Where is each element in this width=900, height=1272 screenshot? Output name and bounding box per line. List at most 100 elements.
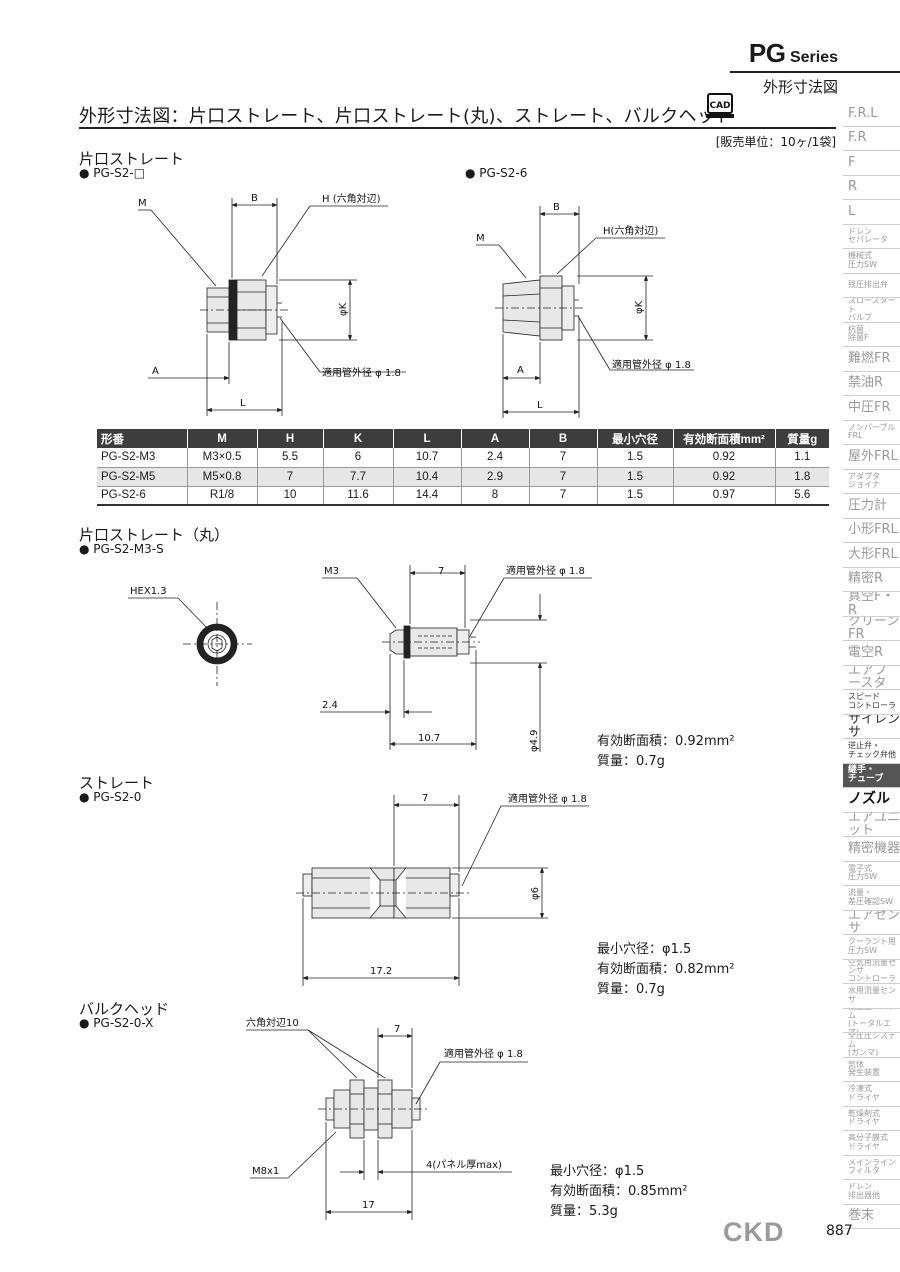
sidebar-item[interactable]: 流量・ 差圧確認SW — [843, 886, 900, 911]
sidebar-item[interactable]: 継手・ チューブ — [843, 763, 900, 788]
sidebar-item[interactable]: 禁油R — [843, 372, 900, 396]
spec-table-header: 形番 M H K L A B 最小穴径 有効断面積mm² 質量g — [97, 429, 829, 448]
sidebar-item[interactable]: 精密機器 — [843, 837, 900, 862]
section-title-straight: ストレート — [79, 774, 155, 792]
sidebar-item[interactable]: 中圧FR — [843, 396, 900, 421]
sidebar-item[interactable]: F.R — [843, 127, 900, 151]
sidebar-item[interactable]: 小形FRL — [843, 519, 900, 543]
sidebar-item[interactable]: 大形FRL — [843, 543, 900, 568]
section-title-bulkhead: バルクヘッド — [79, 1000, 170, 1018]
label-tube-od-5: 適用管外径 φ 1.8 — [444, 1047, 523, 1060]
label-a-2: A — [517, 365, 524, 376]
part-pg-s2-6: PG-S2-6 — [465, 166, 527, 180]
label-h-hex-2: H(六角対辺) — [603, 224, 658, 237]
label-l-2: L — [537, 400, 543, 411]
sidebar-item[interactable]: 逆止弁・ チェック弁他 — [843, 739, 900, 764]
sidebar-item[interactable]: スピード コントローラ — [843, 690, 900, 715]
sidebar-item[interactable]: スロースタート バルブ — [843, 298, 900, 323]
header-rule — [730, 71, 900, 73]
table-cell: PG-S2-M5 — [97, 467, 188, 487]
sidebar-item[interactable]: ドレン 排出器他 — [843, 1180, 900, 1205]
part-pg-s2-0: PG-S2-0 — [79, 790, 141, 804]
sidebar-item[interactable]: 精密R — [843, 568, 900, 592]
technical-drawings: M B H (六角対辺) φK 適用管外径 φ 1.8 A L M B H(六角… — [128, 192, 694, 1220]
sidebar-item[interactable]: ノズル — [843, 788, 900, 813]
table-cell: 7 — [529, 448, 598, 468]
table-cell: 2.4 — [461, 448, 530, 468]
spec-mass: 質量：5.3g — [550, 1204, 618, 1219]
sidebar-item[interactable]: アダプタ ジョイナ — [843, 470, 900, 494]
sidebar-item[interactable]: 全圧圧システム (トータルエア) — [843, 1009, 900, 1033]
sidebar-item[interactable]: サイレンサ — [843, 715, 900, 739]
sidebar-item[interactable]: 圧力計 — [843, 494, 900, 519]
sidebar-item[interactable]: F — [843, 151, 900, 176]
label-phi49: φ4.9 — [529, 730, 540, 753]
label-dim107: 10.7 — [418, 733, 440, 744]
table-cell: R1/8 — [187, 486, 258, 506]
label-dim7-c: 7 — [394, 1024, 400, 1035]
sidebar-item[interactable]: F.R.L — [843, 102, 900, 127]
table-cell: 1.5 — [597, 486, 674, 506]
drawing-pg-s2-0 — [296, 795, 589, 986]
sidebar-item[interactable]: 巻末 — [843, 1205, 900, 1229]
sidebar-item[interactable]: 難燃FR — [843, 347, 900, 372]
sidebar-item[interactable]: 電子式 圧力SW — [843, 862, 900, 886]
label-hex10: 六角対辺10 — [246, 1016, 299, 1029]
label-hex13: HEX1.3 — [130, 586, 167, 597]
label-b: B — [251, 193, 258, 204]
label-tube-od-3: 適用管外径 φ 1.8 — [506, 564, 585, 577]
label-l: L — [240, 398, 246, 409]
sidebar-item[interactable]: 気体 発生装置 — [843, 1058, 900, 1082]
sidebar-item[interactable]: ドレン セパレータ — [843, 225, 900, 249]
label-phi6: φ6 — [530, 887, 541, 900]
sidebar-item[interactable]: 全圧圧システム (ガンマ) — [843, 1033, 900, 1058]
table-cell: 0.92 — [673, 467, 776, 487]
table-cell: 10 — [257, 486, 324, 506]
header-subtitle: 外形寸法図 — [762, 78, 838, 96]
spec-note-straight: 最小穴径：φ1.5 有効断面積：0.82mm² 質量：0.7g — [597, 940, 734, 1000]
part-pg-s2-m3-s: PG-S2-M3-S — [79, 542, 163, 556]
spec-min-bore: 最小穴径：φ1.5 — [550, 1164, 645, 1179]
table-cell: PG-S2-M3 — [97, 448, 188, 468]
table-cell: 10.4 — [393, 467, 462, 487]
sidebar-item[interactable]: 抗菌 除菌F — [843, 323, 900, 347]
col-l: L — [393, 429, 462, 448]
label-dim24: 2.4 — [322, 700, 338, 711]
sidebar-item[interactable]: 水用流量センサ — [843, 984, 900, 1009]
spec-eff-area: 有効断面積：0.92mm² — [597, 734, 735, 749]
sidebar-item[interactable]: L — [843, 200, 900, 225]
sidebar-item[interactable]: メインライン フィルタ — [843, 1156, 900, 1180]
sidebar-item[interactable]: R — [843, 176, 900, 200]
sidebar-item[interactable]: エアユニット — [843, 813, 900, 837]
label-m3: M3 — [324, 566, 339, 577]
table-cell: 14.4 — [393, 486, 462, 506]
sidebar-item[interactable]: エアセンサ — [843, 911, 900, 935]
page-number: 887 — [826, 1223, 853, 1239]
sidebar-item[interactable]: クリーンFR — [843, 617, 900, 641]
col-m: M — [187, 429, 258, 448]
sidebar-item[interactable]: 残圧排出弁 — [843, 274, 900, 298]
table-cell: PG-S2-6 — [97, 486, 188, 506]
cad-icon[interactable]: CAD — [706, 92, 734, 120]
sidebar-item[interactable]: ノンパーブル FRL — [843, 421, 900, 445]
sidebar-item[interactable]: 高分子膜式 ドライヤ — [843, 1131, 900, 1156]
sidebar-item[interactable]: 乾燥剤式 ドライヤ — [843, 1107, 900, 1131]
sidebar-item[interactable]: クーラント用 圧力SW — [843, 935, 900, 960]
label-dim7-b: 7 — [422, 793, 428, 804]
sidebar-item[interactable]: 屋外FRL — [843, 445, 900, 470]
col-k: K — [323, 429, 394, 448]
table-cell: 0.97 — [673, 486, 776, 506]
col-min-bore: 最小穴径 — [597, 429, 674, 448]
label-phik-2: φK — [634, 300, 645, 314]
label-a: A — [152, 366, 159, 377]
sidebar-item[interactable]: 真空F・R — [843, 592, 900, 617]
sidebar-item[interactable]: 冷凍式 ドライヤ — [843, 1082, 900, 1107]
sidebar-item[interactable]: 空気用流量センサ コントローラ — [843, 960, 900, 984]
sidebar-item[interactable]: エアブースタ — [843, 666, 900, 690]
label-tube-od-1: 適用管外径 φ 1.8 — [322, 366, 401, 379]
label-dim172: 17.2 — [370, 966, 392, 977]
label-tube-od-2: 適用管外径 φ 1.8 — [612, 358, 691, 371]
sidebar-item[interactable]: 機械式 圧力SW — [843, 249, 900, 274]
sidebar-item[interactable]: 電空R — [843, 641, 900, 666]
